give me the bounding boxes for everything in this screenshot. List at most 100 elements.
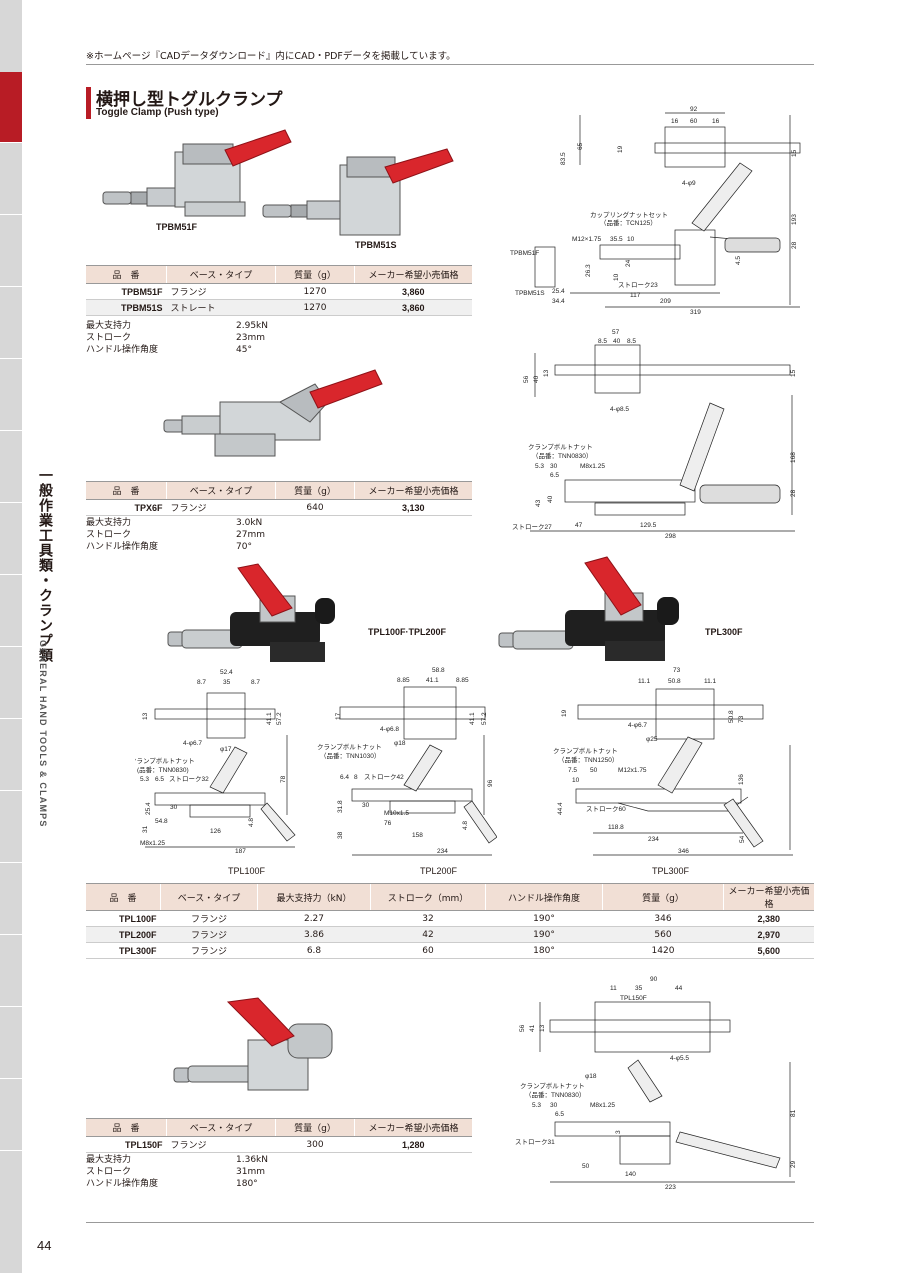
- spec-value: 27mm: [236, 530, 265, 540]
- dim: 29: [790, 1160, 797, 1168]
- tpl150-photo: [173, 997, 333, 1091]
- cell-model: TPBM51S: [86, 299, 167, 316]
- dim-label: カップリングナットセット: [590, 210, 668, 219]
- dim-label: （品番：TNN0830）: [525, 1091, 585, 1099]
- cell-force: 6.8: [257, 942, 371, 959]
- edge-tab-strip: [0, 0, 22, 1273]
- dim-label: TPBM51F: [510, 250, 539, 257]
- dim: 11: [610, 985, 617, 992]
- cell-mass: 640: [275, 499, 355, 516]
- cell-model: TPL300F: [86, 942, 161, 959]
- dim: 17: [335, 712, 342, 720]
- cell-angle: 180°: [485, 942, 603, 959]
- cell-base: フランジ: [166, 283, 276, 300]
- col-price: メーカー希望小売価格: [354, 1118, 472, 1137]
- cell-stroke: 60: [370, 942, 486, 959]
- dim: 193: [791, 214, 798, 225]
- dim: 44: [675, 985, 683, 992]
- drawing-caption-tpl100: TPL100F: [228, 866, 266, 876]
- dim: 10: [613, 273, 620, 281]
- dim: 126: [210, 828, 221, 835]
- edge-divider: [0, 934, 22, 935]
- dim: 5.3: [532, 1102, 541, 1109]
- dim: 4-φ9: [682, 180, 696, 187]
- drawing-caption-tpl300: TPL300F: [652, 866, 690, 876]
- dim-label: クランプボルトナット: [553, 747, 618, 755]
- spec-key: ハンドル操作角度: [86, 345, 159, 355]
- dim: 30: [550, 463, 558, 470]
- spec-key: ハンドル操作角度: [86, 1179, 159, 1189]
- spec-key: ストローク: [86, 1167, 132, 1177]
- dim-label: ストローク23: [618, 281, 658, 289]
- dim: 31.8: [337, 800, 344, 813]
- cell-price: 2,380: [723, 910, 814, 927]
- cell-mass: 560: [602, 926, 724, 943]
- dim: 50: [590, 767, 598, 774]
- dim: 43: [535, 499, 542, 507]
- col-model: 品 番: [86, 265, 167, 284]
- dim: 234: [648, 836, 659, 843]
- side-title: 一般作業工具類・クランプ類: [37, 468, 53, 663]
- dim: 346: [678, 848, 689, 855]
- cell-stroke: 32: [370, 910, 486, 927]
- dim: 4-φ6.7: [628, 722, 647, 729]
- cell-stroke: 42: [370, 926, 486, 943]
- dim-label: （品番：TNN1030）: [320, 752, 380, 760]
- dim: 13: [142, 712, 149, 720]
- dim: 8: [354, 774, 358, 781]
- dim: 54: [739, 835, 746, 843]
- dim: 40: [533, 375, 540, 383]
- cell-price: 3,130: [354, 499, 472, 516]
- table-row: TPX6F フランジ 640 3,130: [86, 499, 472, 516]
- col-model: 品 番: [86, 481, 167, 500]
- col-price: メーカー希望小売価格: [354, 265, 472, 284]
- dim: 4-φ6.7: [183, 740, 202, 747]
- dim: 38: [337, 831, 344, 839]
- dim: 10: [627, 236, 635, 243]
- header-rule: [86, 64, 814, 65]
- dim: 73: [673, 667, 681, 674]
- dim: 35: [635, 985, 643, 992]
- footer-rule: [86, 1222, 814, 1223]
- table-row: TPBM51S ストレート 1270 3,860: [86, 299, 472, 316]
- dim: 136: [738, 774, 745, 785]
- col-stroke: ストローク（mm）: [370, 883, 486, 911]
- edge-divider: [0, 358, 22, 359]
- edge-divider: [0, 790, 22, 791]
- col-base: ベース・タイプ: [166, 481, 276, 500]
- dim: 13: [539, 1024, 546, 1032]
- cell-model: TPL150F: [86, 1136, 167, 1153]
- dim: 6.5: [550, 472, 559, 479]
- dim: 15: [790, 369, 797, 377]
- dim: M10x1.5: [384, 810, 409, 817]
- dim-label: （品番：TCN125）: [600, 219, 657, 227]
- dim: φ18: [585, 1073, 597, 1080]
- dim: 41.1: [266, 712, 273, 725]
- spec-value: 180°: [236, 1179, 258, 1189]
- dim: 16: [671, 118, 679, 125]
- drawing-tpl100: 52.4 8.7 35 8.7 13 41.1 57.2 4-φ6.7 φ17 …: [135, 669, 296, 855]
- col-base: ベース・タイプ: [166, 265, 276, 284]
- cell-price: 1,280: [354, 1136, 472, 1153]
- dim: 30: [362, 802, 370, 809]
- dim: 158: [412, 832, 423, 839]
- dim: 41: [529, 1024, 536, 1032]
- cell-mass: 1270: [275, 299, 355, 316]
- dim: φ25: [646, 736, 658, 743]
- dim: 57.2: [481, 712, 488, 725]
- edge-divider: [0, 430, 22, 431]
- dim-label: ストローク27: [512, 523, 552, 531]
- dim: 319: [690, 309, 701, 316]
- col-mass: 質量（g）: [275, 481, 355, 500]
- cell-mass: 346: [602, 910, 724, 927]
- spec-value: 23mm: [236, 333, 265, 343]
- cell-model: TPX6F: [86, 499, 167, 516]
- dim: 81: [790, 1109, 797, 1117]
- dim: 92: [690, 106, 698, 113]
- cell-force: 3.86: [257, 926, 371, 943]
- dim: 25.4: [552, 288, 565, 295]
- col-base: ベース・タイプ: [166, 1118, 276, 1137]
- dim: 5.3: [535, 463, 544, 470]
- edge-divider: [0, 1006, 22, 1007]
